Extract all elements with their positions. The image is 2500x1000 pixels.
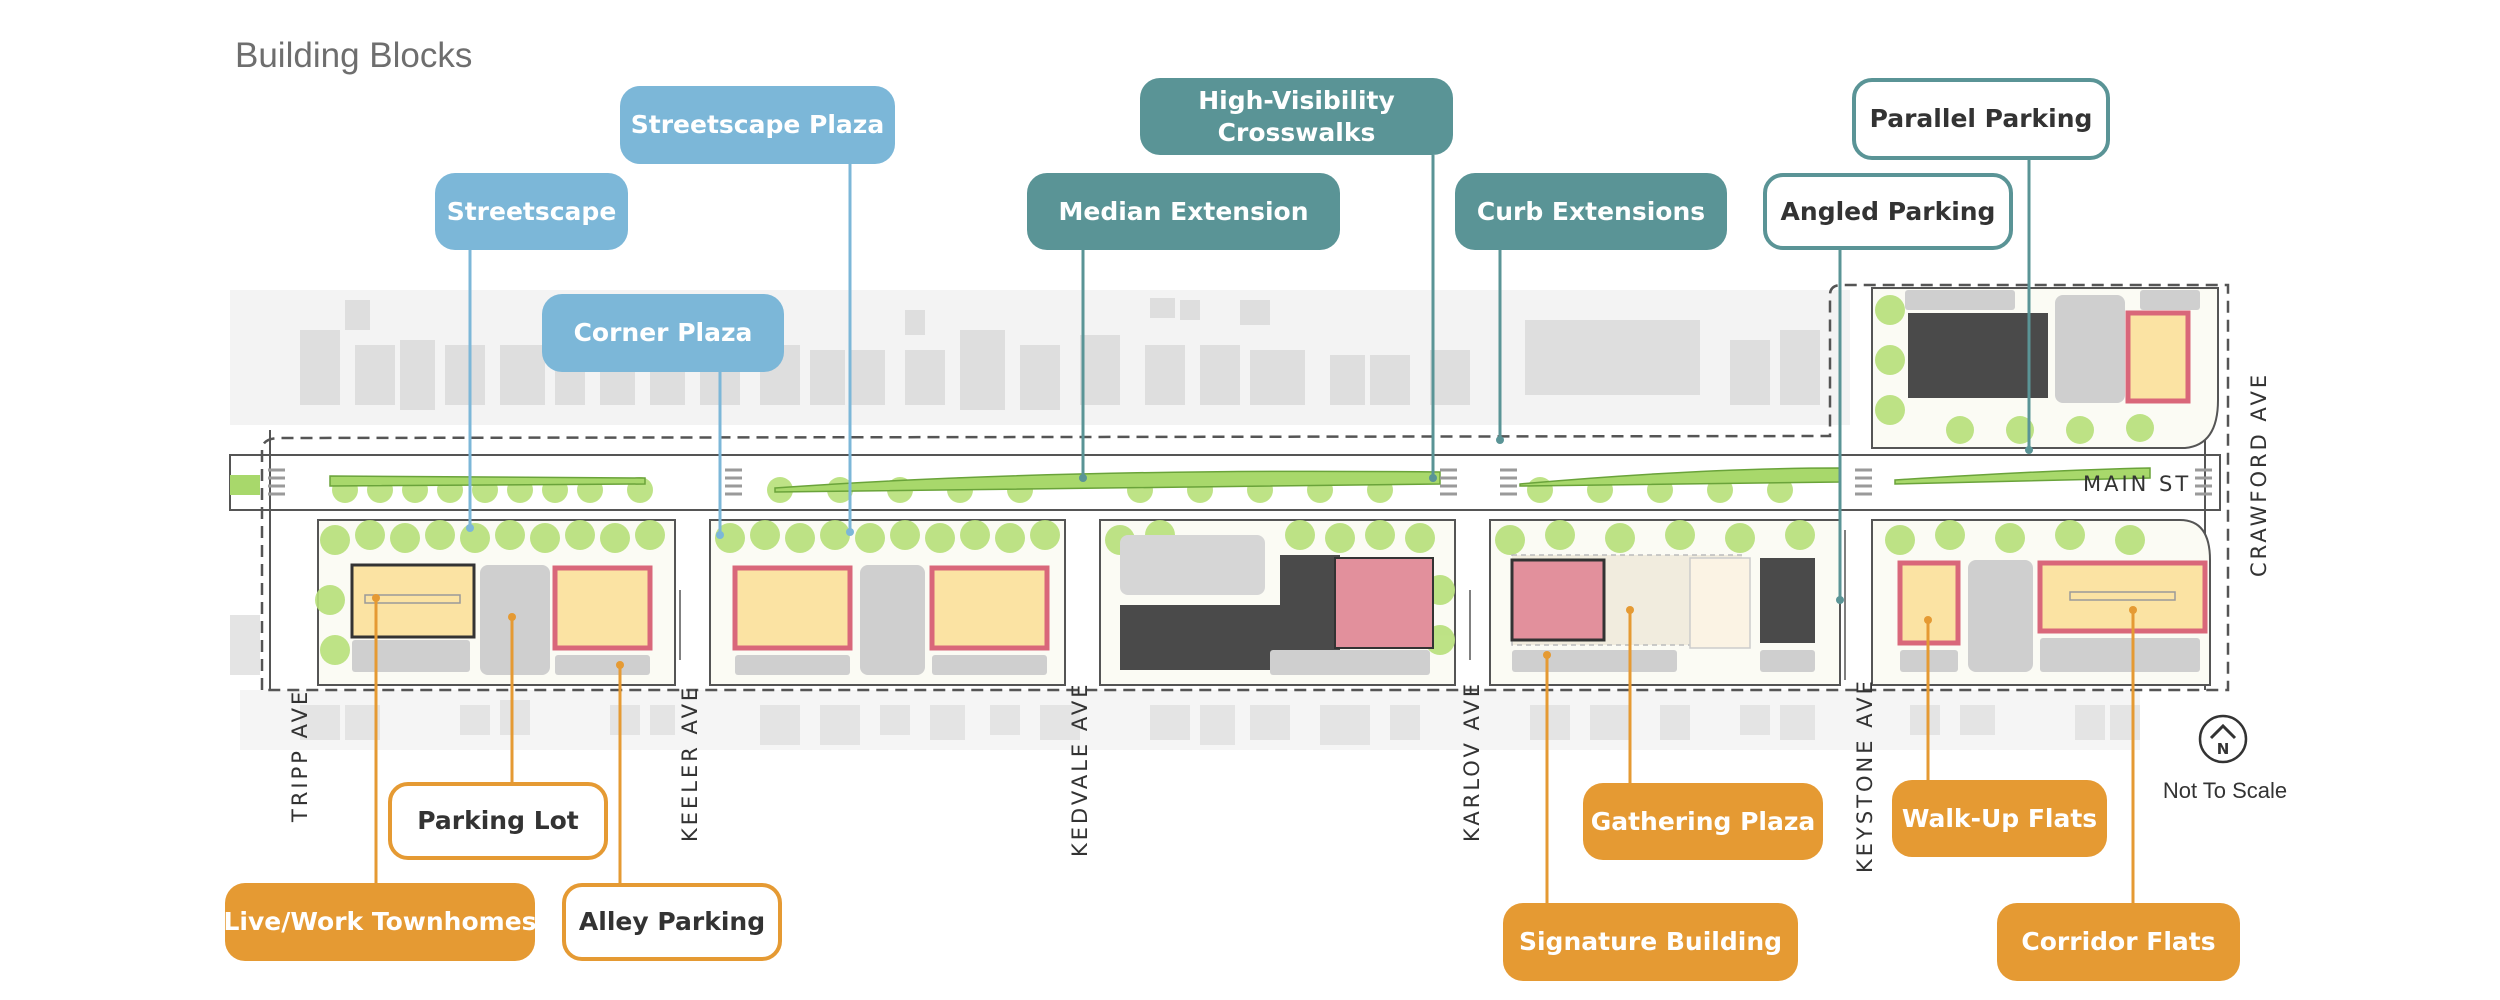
street-main-st: MAIN ST (2083, 472, 2192, 496)
label-high-visibility-crosswalks: High-Visibility Crosswalks (1140, 78, 1453, 155)
label-corner-plaza: Corner Plaza (542, 294, 784, 372)
existing-buildings-north (230, 290, 1850, 425)
street-crawford-ave: CRAWFORD AVE (2247, 371, 2271, 577)
label-parking-lot: Parking Lot (388, 782, 608, 860)
label-walk-up-flats: Walk-Up Flats (1892, 780, 2107, 857)
block-5-buildings (1897, 560, 2208, 672)
label-streetscape-plaza: Streetscape Plaza (620, 86, 895, 164)
label-alley-parking: Alley Parking (562, 883, 782, 961)
north-arrow-letter: N (2217, 740, 2230, 758)
label-streetscape: Streetscape (435, 173, 628, 250)
street-karlov-ave: KARLOV AVE (1460, 680, 1484, 842)
street-kedvale-ave: KEDVALE AVE (1068, 681, 1092, 857)
label-curb-extensions: Curb Extensions (1455, 173, 1727, 250)
block-4-buildings (1510, 554, 1815, 672)
label-median-extension: Median Extension (1027, 173, 1340, 250)
leader-lines (374, 155, 2135, 907)
north-arrow-icon: N (2198, 714, 2248, 764)
block-2-buildings (732, 565, 1050, 675)
label-live-work-townhomes: Live/Work Townhomes (223, 883, 537, 961)
street-tripp-ave: TRIPP AVE (288, 688, 312, 822)
block-6-buildings (1905, 290, 2200, 404)
diagram-title: Building Blocks (235, 36, 473, 75)
block-1-buildings (350, 563, 653, 675)
scale-note: Not To Scale (2162, 778, 2288, 803)
parking-strips (679, 530, 1846, 680)
leader-dots (372, 436, 2137, 669)
label-gathering-plaza: Gathering Plaza (1583, 783, 1823, 860)
block-3-buildings (1120, 535, 1434, 675)
label-angled-parking: Angled Parking (1763, 173, 2013, 250)
existing-buildings-south (230, 615, 2140, 750)
street-keeler-ave: KEELER AVE (678, 684, 702, 842)
street-keystone-ave: KEYSTONE AVE (1853, 678, 1877, 873)
crosswalks (268, 468, 2212, 496)
label-signature-building: Signature Building (1503, 903, 1798, 981)
medians (329, 467, 2151, 493)
label-corridor-flats: Corridor Flats (1997, 903, 2240, 981)
label-parallel-parking: Parallel Parking (1852, 78, 2110, 160)
